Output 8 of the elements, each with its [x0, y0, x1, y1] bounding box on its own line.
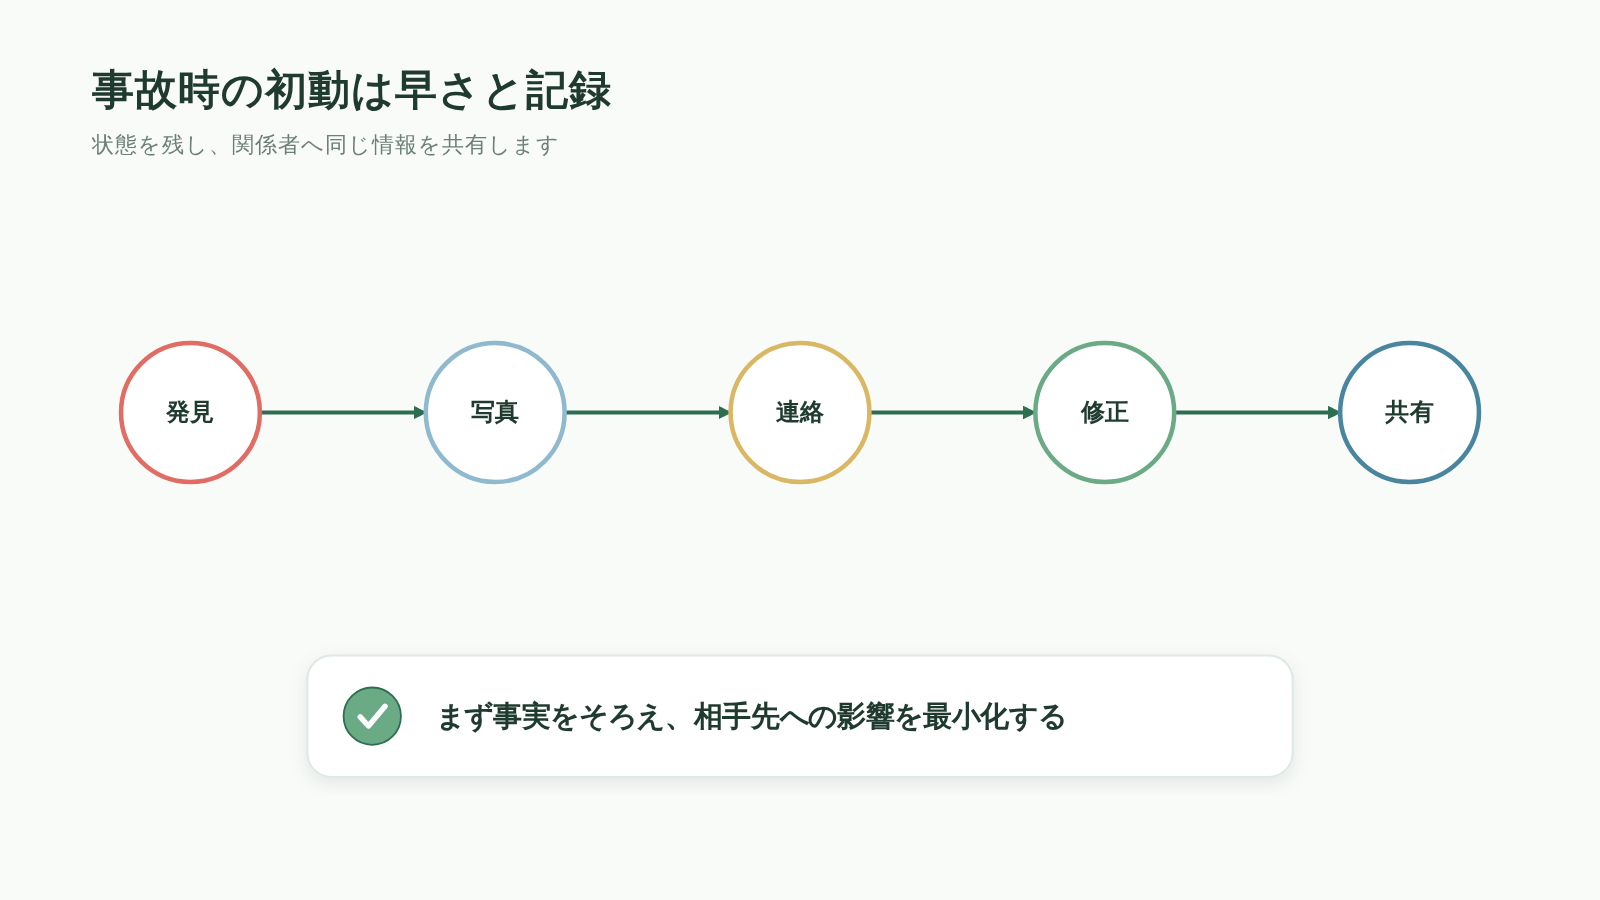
title: 事故時の初動は早さと記録	[92, 64, 612, 116]
node-box: まず事実をそろえ、相手先への影響を最小化する	[306, 654, 1294, 778]
node-circle: 発見	[118, 340, 263, 485]
node-circle: 共有	[1337, 340, 1482, 485]
node-circle: 写真	[423, 340, 567, 485]
node-circle: 連絡	[728, 340, 872, 485]
subtitle: 状態を残し、関係者へ同じ情報を共有します	[92, 131, 560, 159]
node-circle: 修正	[1033, 340, 1177, 485]
